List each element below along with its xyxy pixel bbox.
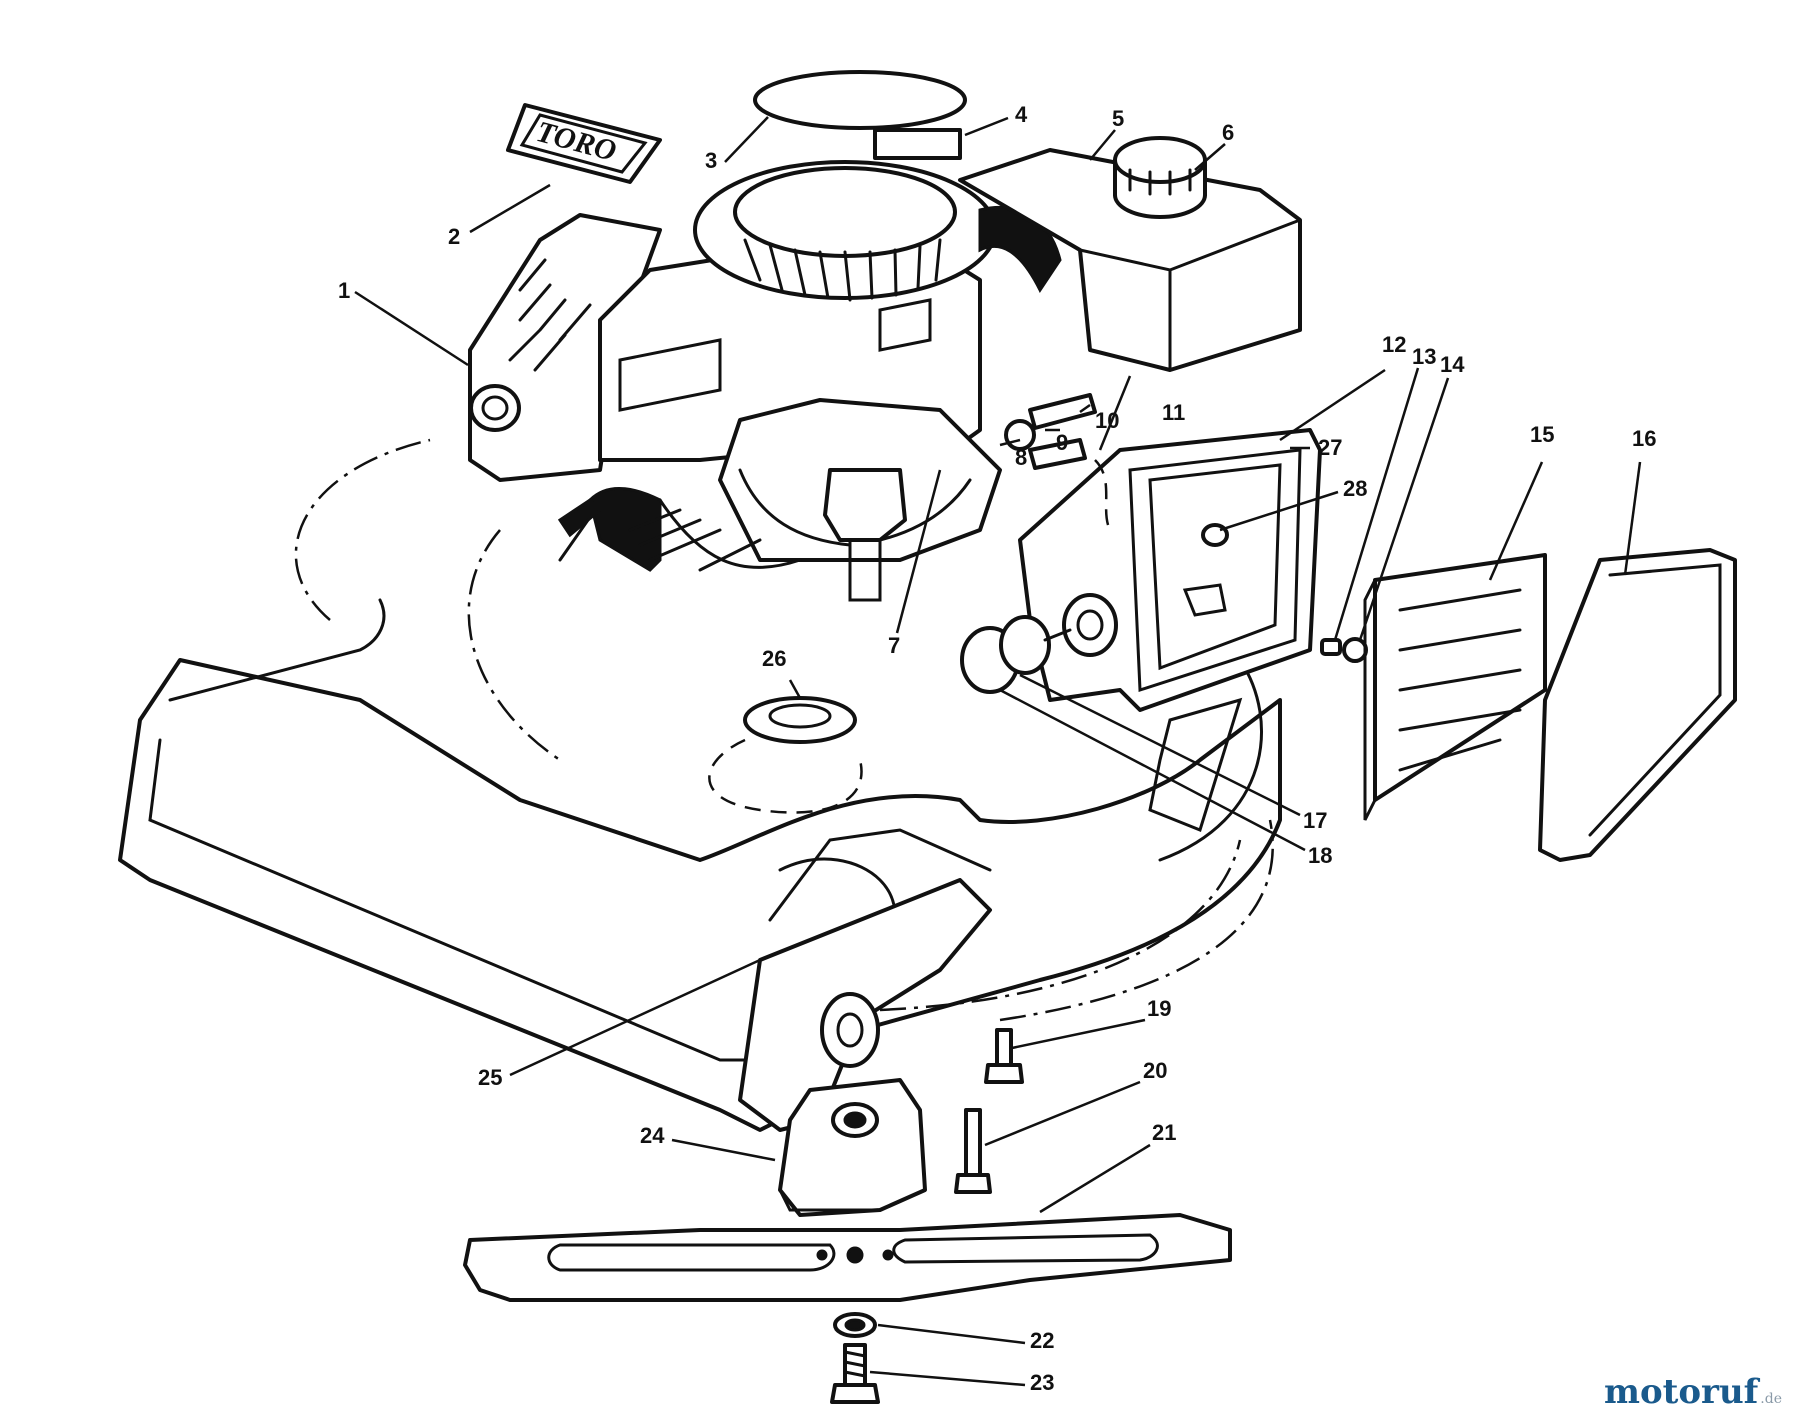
deck-bolt-long	[954, 1108, 992, 1194]
spacer-hub	[708, 696, 863, 814]
brand-nameplate: TORO	[506, 103, 662, 184]
callout-3: 3	[705, 148, 717, 173]
air-cleaner-body	[1018, 428, 1322, 712]
callout-23: 23	[1030, 1370, 1054, 1395]
callout-27: 27	[1318, 435, 1342, 460]
callout-13: 13	[1412, 344, 1436, 369]
callout-22: 22	[1030, 1328, 1054, 1353]
blade-adapter	[778, 1078, 927, 1217]
callout-15: 15	[1530, 422, 1554, 447]
callout-2: 2	[448, 224, 460, 249]
callout-17: 17	[1303, 808, 1327, 833]
callout-labels: 1 2 3 4 5 6 7 8 9 10 11 12 13 14 15 16 1…	[338, 102, 1656, 1395]
mower-blade	[463, 1213, 1232, 1302]
deck-bolt-short	[984, 1028, 1024, 1084]
callout-16: 16	[1632, 426, 1656, 451]
gasket-ring	[753, 70, 967, 130]
callout-10: 10	[1095, 408, 1119, 433]
callout-20: 20	[1143, 1058, 1167, 1083]
callout-7: 7	[888, 633, 900, 658]
nut	[1342, 637, 1368, 663]
air-cleaner-cover	[1538, 548, 1737, 862]
engine-assembly	[468, 160, 1062, 602]
air-filter-element	[1363, 553, 1547, 821]
callout-6: 6	[1222, 120, 1234, 145]
blade-bolt	[830, 1343, 880, 1404]
leader-lines	[354, 116, 1642, 1387]
callout-21: 21	[1152, 1120, 1176, 1145]
callout-26: 26	[762, 646, 786, 671]
callout-5: 5	[1112, 106, 1124, 131]
callout-9: 9	[1056, 430, 1068, 455]
callout-24: 24	[640, 1123, 665, 1148]
callout-14: 14	[1440, 352, 1465, 377]
spacer	[1320, 638, 1342, 656]
callout-11: 11	[1162, 400, 1185, 425]
callout-1: 1	[338, 278, 350, 303]
fuel-cap	[1113, 136, 1207, 219]
primer-bulb	[960, 615, 1072, 694]
watermark: motoruf.de	[1604, 1372, 1782, 1412]
callout-8: 8	[1015, 445, 1027, 470]
callout-25: 25	[478, 1065, 502, 1090]
watermark-domain: .de	[1760, 1391, 1782, 1407]
callout-18: 18	[1308, 843, 1332, 868]
callout-12: 12	[1382, 332, 1406, 357]
callout-4: 4	[1015, 102, 1028, 127]
callout-28: 28	[1343, 476, 1367, 501]
callout-19: 19	[1147, 996, 1171, 1021]
watermark-name: motoruf	[1604, 1372, 1759, 1412]
decal	[873, 128, 962, 160]
blade-washer	[833, 1312, 877, 1338]
mower-deck	[118, 438, 1282, 1132]
